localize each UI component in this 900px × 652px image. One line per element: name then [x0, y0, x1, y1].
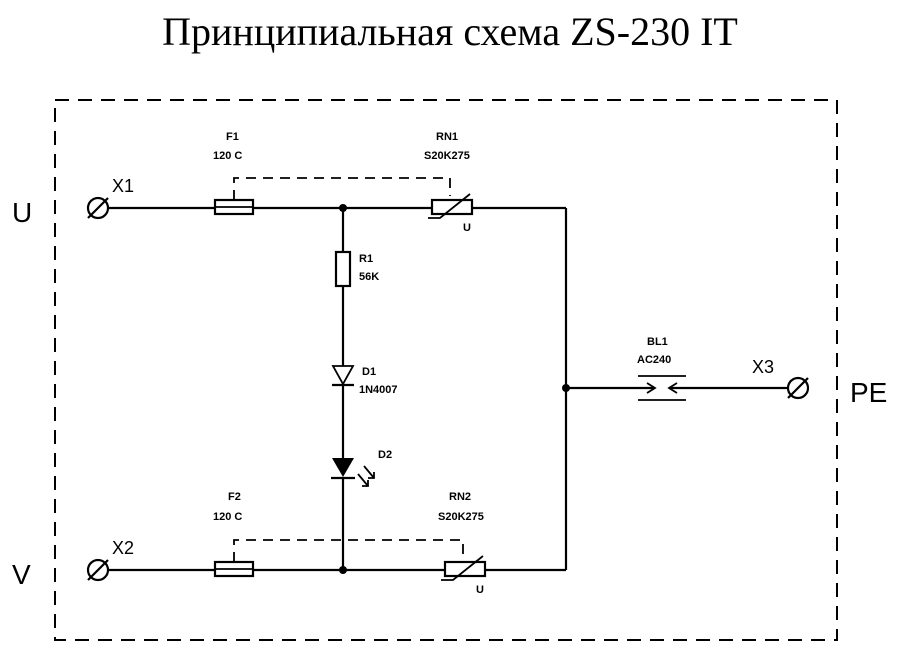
- thermal-link-1: [233, 177, 451, 200]
- d1-value: 1N4007: [359, 384, 398, 396]
- r1-value: 56K: [359, 271, 379, 283]
- rn1-ref: RN1: [436, 131, 458, 143]
- varistor-rn2: [443, 560, 487, 578]
- diode-d1: [331, 365, 355, 387]
- terminal-x2: [86, 558, 110, 582]
- rn2-symbol: U: [476, 584, 484, 596]
- enclosure-border: [54, 99, 838, 641]
- terminal-label-x2: X2: [112, 538, 134, 558]
- rn2-value: S20K275: [438, 511, 484, 523]
- resistor-r1: [334, 250, 352, 288]
- gas-arrester-bl1: [638, 375, 686, 401]
- d1-ref: D1: [362, 366, 376, 378]
- bl1-ref: BL1: [647, 336, 668, 348]
- terminal-label-x3: X3: [752, 357, 774, 377]
- bl1-value: AC240: [637, 354, 671, 366]
- rn1-symbol: U: [463, 222, 471, 234]
- rn2-ref: RN2: [449, 491, 471, 503]
- terminal-x3: [786, 376, 810, 400]
- phase-label-pe: PE: [850, 377, 887, 408]
- phase-label-v: V: [12, 559, 31, 590]
- diagram-title: Принципиальная схема ZS-230 IT: [162, 9, 738, 54]
- phase-label-u: U: [12, 197, 32, 228]
- terminal-x1: [86, 196, 110, 220]
- f2-value: 120 C: [213, 511, 242, 523]
- terminal-label-x1: X1: [112, 176, 134, 196]
- varistor-rn1: [430, 198, 474, 216]
- r1-ref: R1: [359, 253, 373, 265]
- f1-ref: F1: [226, 131, 239, 143]
- d2-ref: D2: [378, 449, 392, 461]
- thermal-link-2: [233, 539, 464, 562]
- f1-value: 120 C: [213, 150, 242, 162]
- f2-ref: F2: [228, 491, 241, 503]
- led-d2: [331, 458, 375, 487]
- rn1-value: S20K275: [424, 150, 470, 162]
